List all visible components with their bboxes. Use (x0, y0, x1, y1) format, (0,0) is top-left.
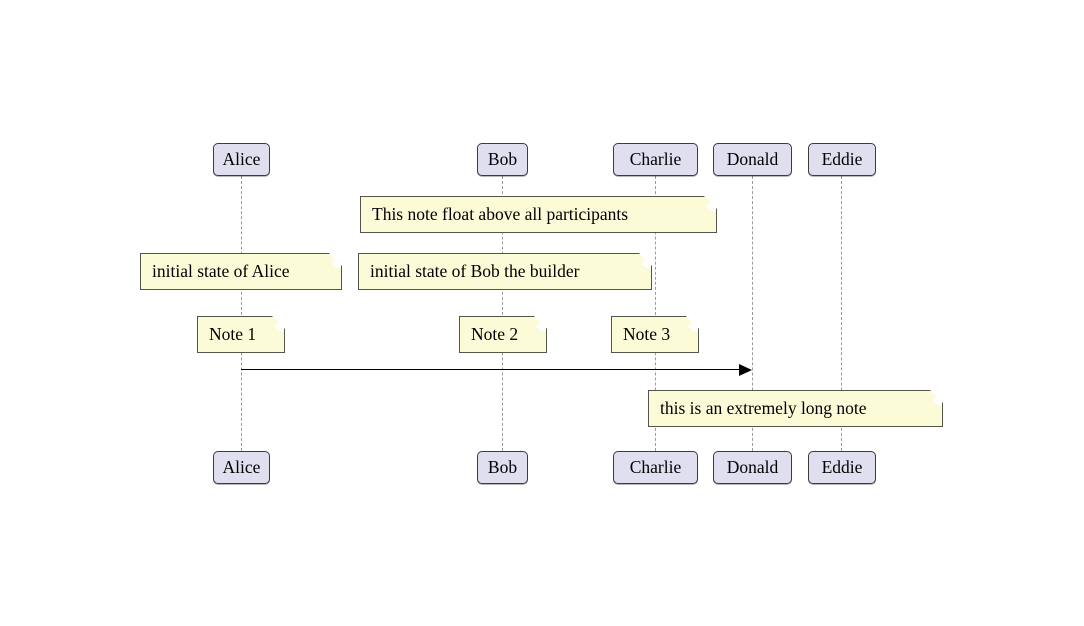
note-text: This note float above all participants (372, 203, 629, 224)
lifeline-alice (241, 176, 242, 451)
participant-label: Charlie (629, 456, 682, 477)
note-folded-corner-icon (637, 254, 651, 268)
note-folded-corner-icon (327, 254, 341, 268)
note-1[interactable]: Note 1 (197, 316, 285, 353)
participant-label: Charlie (629, 148, 682, 169)
participant-bottom-donald[interactable]: Donald (713, 451, 792, 484)
note-2[interactable]: Note 2 (459, 316, 547, 353)
lifeline-charlie (655, 176, 656, 451)
message-alice-to-donald-line[interactable] (241, 369, 741, 370)
lifeline-donald (752, 176, 753, 451)
participant-label: Donald (726, 456, 779, 477)
note-initial-state-alice[interactable]: initial state of Alice (140, 253, 342, 290)
note-folded-corner-icon (702, 197, 716, 211)
participant-top-charlie[interactable]: Charlie (613, 143, 698, 176)
note-folded-corner-icon (928, 391, 942, 405)
note-text: Note 3 (623, 323, 671, 344)
participant-top-donald[interactable]: Donald (713, 143, 792, 176)
participant-label: Alice (222, 148, 261, 169)
lifeline-bob (502, 176, 503, 451)
participant-top-eddie[interactable]: Eddie (808, 143, 876, 176)
participant-label: Alice (222, 456, 261, 477)
message-alice-to-donald-arrowhead-icon (739, 364, 752, 376)
participant-label: Bob (487, 148, 518, 169)
lifeline-eddie (841, 176, 842, 451)
note-folded-corner-icon (532, 317, 546, 331)
participant-bottom-charlie[interactable]: Charlie (613, 451, 698, 484)
participant-label: Bob (487, 456, 518, 477)
note-extremely-long[interactable]: this is an extremely long note (648, 390, 943, 427)
participant-top-bob[interactable]: Bob (477, 143, 528, 176)
note-text: initial state of Alice (152, 260, 290, 281)
note-text: Note 2 (471, 323, 519, 344)
participant-label: Eddie (821, 148, 863, 169)
participant-label: Eddie (821, 456, 863, 477)
note-float-over-all[interactable]: This note float above all participants (360, 196, 717, 233)
note-text: Note 1 (209, 323, 257, 344)
participant-bottom-bob[interactable]: Bob (477, 451, 528, 484)
note-text: this is an extremely long note (660, 397, 867, 418)
note-initial-state-bob[interactable]: initial state of Bob the builder (358, 253, 652, 290)
note-text: initial state of Bob the builder (370, 260, 580, 281)
note-folded-corner-icon (270, 317, 284, 331)
participant-top-alice[interactable]: Alice (213, 143, 270, 176)
participant-bottom-eddie[interactable]: Eddie (808, 451, 876, 484)
participant-label: Donald (726, 148, 779, 169)
participant-bottom-alice[interactable]: Alice (213, 451, 270, 484)
note-3[interactable]: Note 3 (611, 316, 699, 353)
note-folded-corner-icon (684, 317, 698, 331)
